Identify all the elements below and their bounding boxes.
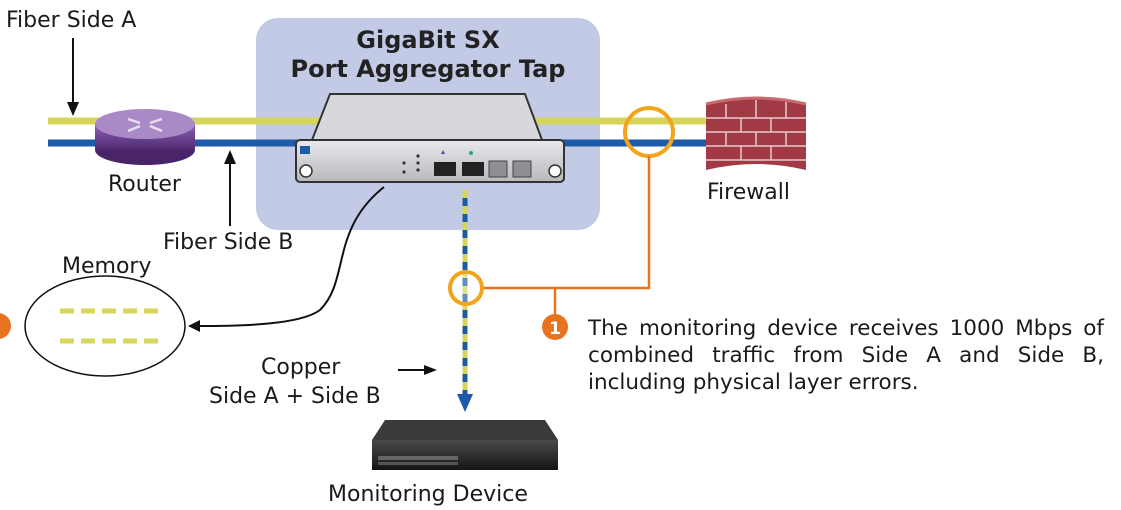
copper-label: Copper [261,355,341,380]
router-icon [95,109,195,165]
copper-tap-ring [448,270,484,306]
copper-arrow [398,365,437,375]
fiber-side-b-arrow [224,150,236,226]
firewall-label: Firewall [707,180,790,205]
callout-badge: 1 [542,314,568,340]
callout-text: The monitoring device receives 1000 Mbps… [588,316,1104,395]
tap-title-line1: GigaBit SX [356,26,500,54]
monitoring-device-icon [372,420,558,470]
memory-badge [0,313,11,339]
tap-title-line2: Port Aggregator Tap [290,55,566,83]
memory-label: Memory [62,254,152,279]
copper-output-arrowhead [457,394,473,412]
monitoring-device-label: Monitoring Device [328,482,528,507]
fiber-tap-ring [623,106,675,158]
memory-icon [24,275,186,377]
fiber-side-a-arrow [67,38,79,116]
copper-sides-label: Side A + Side B [209,384,381,409]
callout-line [483,156,651,290]
router-label: Router [108,172,181,197]
svg-text:1: 1 [549,319,561,339]
memory-cable-arrowhead [188,320,200,332]
memory-cable [197,186,385,327]
tap-device [295,93,565,183]
firewall-icon [705,96,807,170]
fiber-side-a-label: Fiber Side A [6,8,137,33]
fiber-side-b-label: Fiber Side B [163,230,294,255]
